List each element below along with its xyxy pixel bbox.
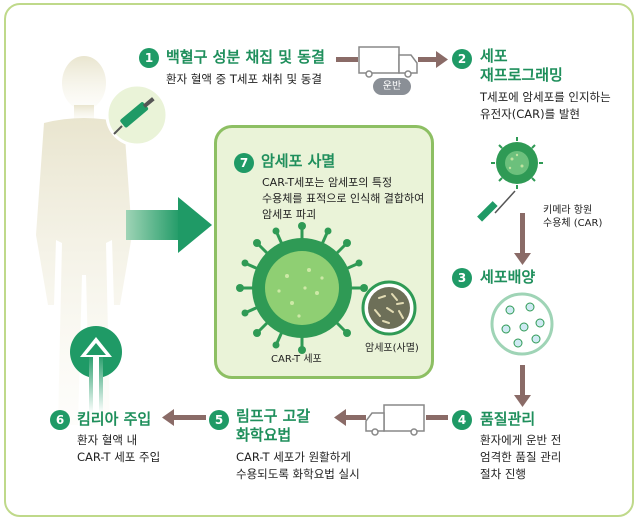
step5-desc-line1: CAR-T 세포가 원활하게 xyxy=(236,450,351,464)
step-badge-2: 2 xyxy=(452,49,472,69)
step2-title-line2: 재프로그래밍 xyxy=(480,66,563,84)
culture-dish-icon xyxy=(490,292,554,356)
step7-panel: 7 암세포 사멸 CAR-T세포는 암세포의 특정 수용체를 표적으로 인식해 … xyxy=(214,125,434,379)
arrow-step3-to-step4 xyxy=(514,365,531,407)
step5-title-line2: 화학요법 xyxy=(236,426,292,444)
diagram-frame: 1 백혈구 성분 채집 및 동결 환자 혈액 중 T세포 채취 및 동결 운반 … xyxy=(4,3,634,517)
car-label-line1: 키메라 항원 xyxy=(543,205,593,216)
step7-title: 암세포 사멸 xyxy=(261,152,336,170)
step2-title-line1: 세포 xyxy=(480,47,508,65)
step-badge-4: 4 xyxy=(452,410,472,430)
arrow-step4-to-step5 xyxy=(334,409,448,426)
step4-desc-line1: 환자에게 운반 전 xyxy=(480,433,562,447)
step5-desc-line2: 수용되도록 화학요법 실시 xyxy=(236,467,360,481)
car-vector-syringe-icon xyxy=(477,190,516,222)
arrow-step5-to-step6 xyxy=(162,409,206,426)
transport-badge: 운반 xyxy=(373,78,411,95)
step6-desc-line2: CAR-T 세포 주입 xyxy=(77,450,161,464)
injection-up-arrow xyxy=(70,326,122,413)
cell-killing-illustration xyxy=(236,222,417,354)
step5-title-line1: 림프구 고갈 xyxy=(236,407,311,425)
car-t-cell-small xyxy=(491,137,543,189)
step6-desc-line1: 환자 혈액 내 xyxy=(77,433,138,447)
truck-icon-top xyxy=(358,46,418,78)
step1-desc: 환자 혈액 중 T세포 채취 및 동결 xyxy=(166,72,322,86)
background-illustration xyxy=(36,46,554,436)
step3-title: 세포배양 xyxy=(480,268,536,286)
dead-cancer-cell xyxy=(361,280,417,336)
step7-desc-line2: 수용체를 표적으로 인식해 결합하여 xyxy=(262,192,425,205)
step6-title: 킴리아 주입 xyxy=(77,410,152,428)
step4-desc-line2: 엄격한 품질 관리 xyxy=(480,450,562,464)
step4-desc-line3: 절차 진행 xyxy=(480,467,526,481)
arrow-step2-to-step3 xyxy=(514,213,531,265)
step7-desc-line1: CAR-T세포는 암세포의 특정 xyxy=(262,176,393,189)
step-badge-5: 5 xyxy=(209,410,229,430)
dead-cancer-cell-label: 암세포(사멸) xyxy=(365,343,419,354)
cart-cell-label: CAR-T 세포 xyxy=(271,354,322,365)
step-badge-1: 1 xyxy=(139,48,159,68)
car-t-cell-large xyxy=(236,222,368,354)
step4-title: 품질관리 xyxy=(480,410,536,428)
step2-desc-line2: 유전자(CAR)를 발현 xyxy=(480,107,580,121)
step1-title: 백혈구 성분 채집 및 동결 xyxy=(166,48,325,66)
arrow-step1-to-step2 xyxy=(336,51,448,68)
step-badge-7: 7 xyxy=(234,153,254,173)
car-label-line2: 수용체 (CAR) xyxy=(543,218,603,229)
arrow-to-panel xyxy=(126,197,212,253)
step7-desc-line3: 암세포 파괴 xyxy=(262,208,317,221)
step-badge-3: 3 xyxy=(452,268,472,288)
step2-desc-line1: T세포에 암세포를 인지하는 xyxy=(480,90,611,104)
truck-icon-bottom xyxy=(365,404,425,436)
step-badge-6: 6 xyxy=(50,410,70,430)
syringe-icon xyxy=(105,83,169,147)
